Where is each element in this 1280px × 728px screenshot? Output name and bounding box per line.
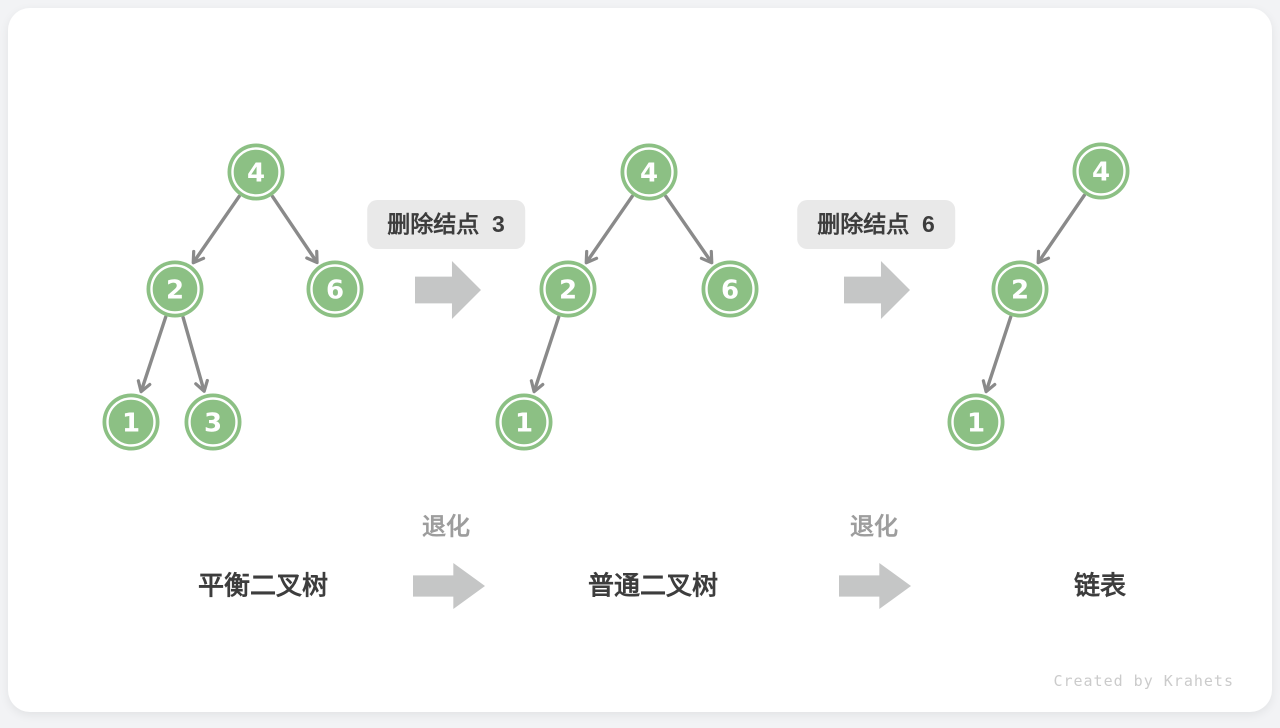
node-inner-ring [1076,146,1126,196]
node-circle [227,143,285,201]
node-value: 6 [721,275,739,305]
trees-canvas: 4 2 6 1 3 4 2 6 1 4 2 1 [102,142,1130,451]
tree-edge [664,194,714,265]
tree-node-2: 2 [539,260,597,318]
tree-label-ordinary-binary-tree: 普通二叉树 [587,570,719,601]
delete-node-6-label: 删除结点 6 [797,200,955,249]
tree-node-2: 2 [146,260,204,318]
tree-ordinary-binary-tree: 4 2 6 1 [495,143,759,451]
tree-balanced-binary-tree: 4 2 6 1 3 [102,143,364,451]
node-inner-ring [188,397,238,447]
node-inner-ring [499,397,549,447]
node-value: 1 [515,408,533,438]
tree-edge [270,194,319,265]
watermark: Created by Krahets [1053,672,1234,690]
node-inner-ring [543,264,593,314]
tree-node-3: 3 [184,393,242,451]
node-circle [539,260,597,318]
tree-label-linked-list: 链表 [1073,570,1127,601]
tree-edge [191,194,241,265]
node-inner-ring [705,264,755,314]
node-inner-ring [106,397,156,447]
node-circle [495,393,553,451]
tree-linked-list: 4 2 1 [947,142,1130,451]
tree-node-4: 4 [1072,142,1130,200]
tree-node-2: 2 [991,260,1049,318]
node-inner-ring [951,397,1001,447]
node-value: 1 [122,408,140,438]
node-circle [1072,142,1130,200]
tree-node-1: 1 [495,393,553,451]
node-circle [620,143,678,201]
degrade-label-2: 退化 [850,513,898,541]
node-inner-ring [624,147,674,197]
tree-label-balanced-binary-tree: 平衡二叉树 [197,570,329,601]
node-value: 3 [204,408,222,438]
tree-edge [1036,193,1087,265]
node-inner-ring [150,264,200,314]
node-value: 6 [326,275,344,305]
node-circle [701,260,759,318]
node-value: 2 [166,275,184,305]
node-value: 4 [247,158,265,188]
node-inner-ring [995,264,1045,314]
node-circle [991,260,1049,318]
node-value: 4 [1092,157,1110,187]
tree-edge [529,315,561,394]
tree-edge [981,315,1013,394]
node-value: 2 [1011,275,1029,305]
delete-node-3-label: 删除结点 3 [367,200,525,249]
node-circle [184,393,242,451]
diagram-card: 4 2 6 1 3 4 2 6 1 4 2 1 删除结点 3 删除结点 6 退化 退化 平衡二叉树 普… [8,8,1272,712]
node-circle [102,393,160,451]
node-circle [306,260,364,318]
tree-edge [584,194,634,265]
tree-edge [136,315,168,394]
tree-node-1: 1 [947,393,1005,451]
node-value: 1 [967,408,985,438]
tree-node-4: 4 [620,143,678,201]
tree-node-6: 6 [306,260,364,318]
tree-node-4: 4 [227,143,285,201]
tree-node-1: 1 [102,393,160,451]
tree-edge [181,315,209,393]
degrade-label-1: 退化 [422,513,470,541]
node-circle [947,393,1005,451]
node-circle [146,260,204,318]
tree-node-6: 6 [701,260,759,318]
node-inner-ring [231,147,281,197]
node-value: 4 [640,158,658,188]
node-value: 2 [559,275,577,305]
node-inner-ring [310,264,360,314]
